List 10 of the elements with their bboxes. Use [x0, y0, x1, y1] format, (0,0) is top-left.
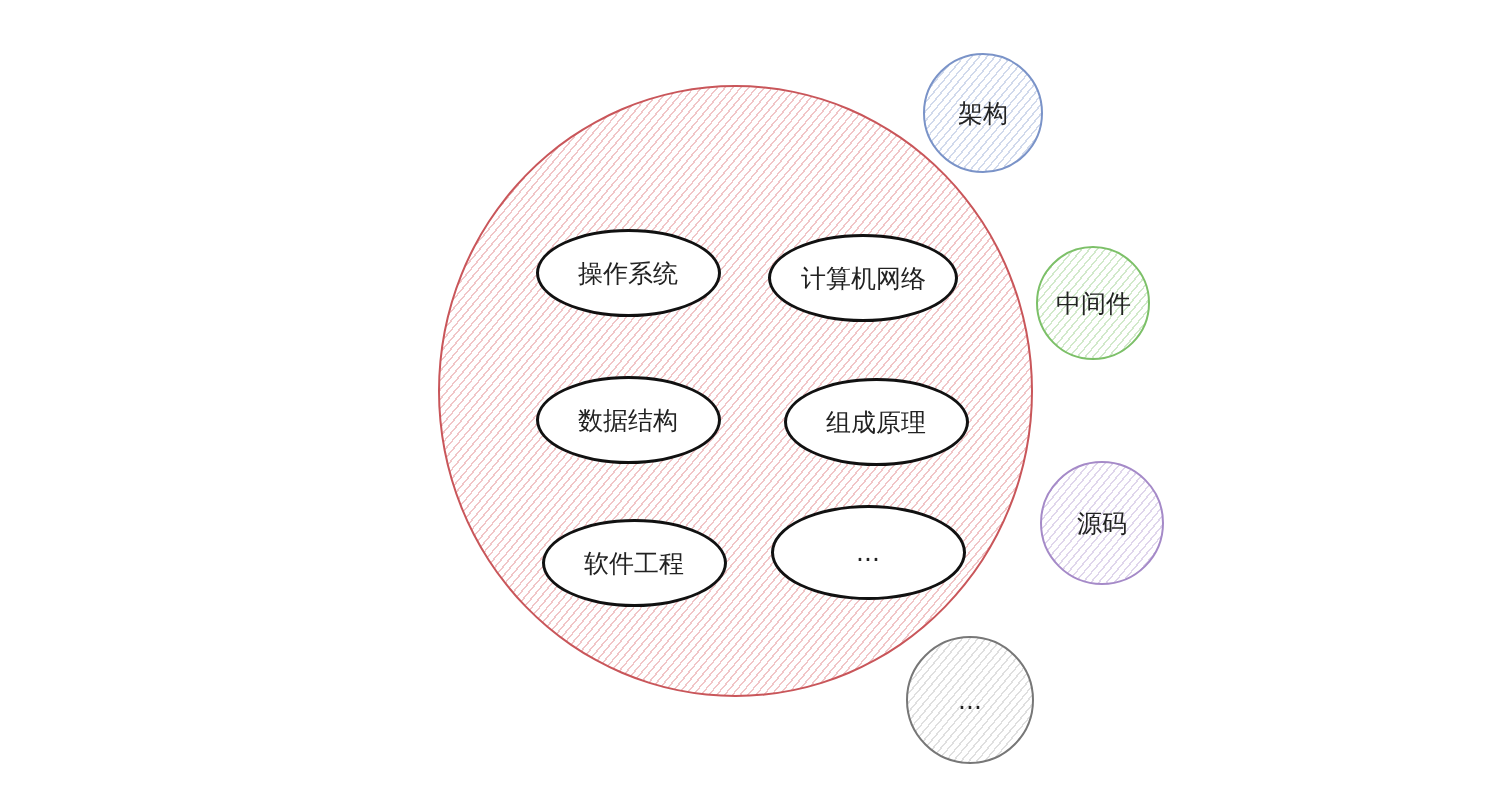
- topic-circle: 源码: [1040, 461, 1164, 585]
- topic-ellipse: 软件工程: [541, 519, 727, 607]
- topic-circle: 中间件: [1036, 246, 1150, 360]
- topic-circle: ...: [906, 636, 1034, 764]
- topic-ellipse: 操作系统: [535, 229, 721, 317]
- topic-ellipse: ...: [770, 504, 966, 600]
- topic-circle: 架构: [923, 53, 1043, 173]
- topic-ellipse: 计算机网络: [768, 234, 958, 322]
- topic-ellipse: 组成原理: [783, 378, 969, 466]
- topic-ellipse: 数据结构: [535, 376, 721, 464]
